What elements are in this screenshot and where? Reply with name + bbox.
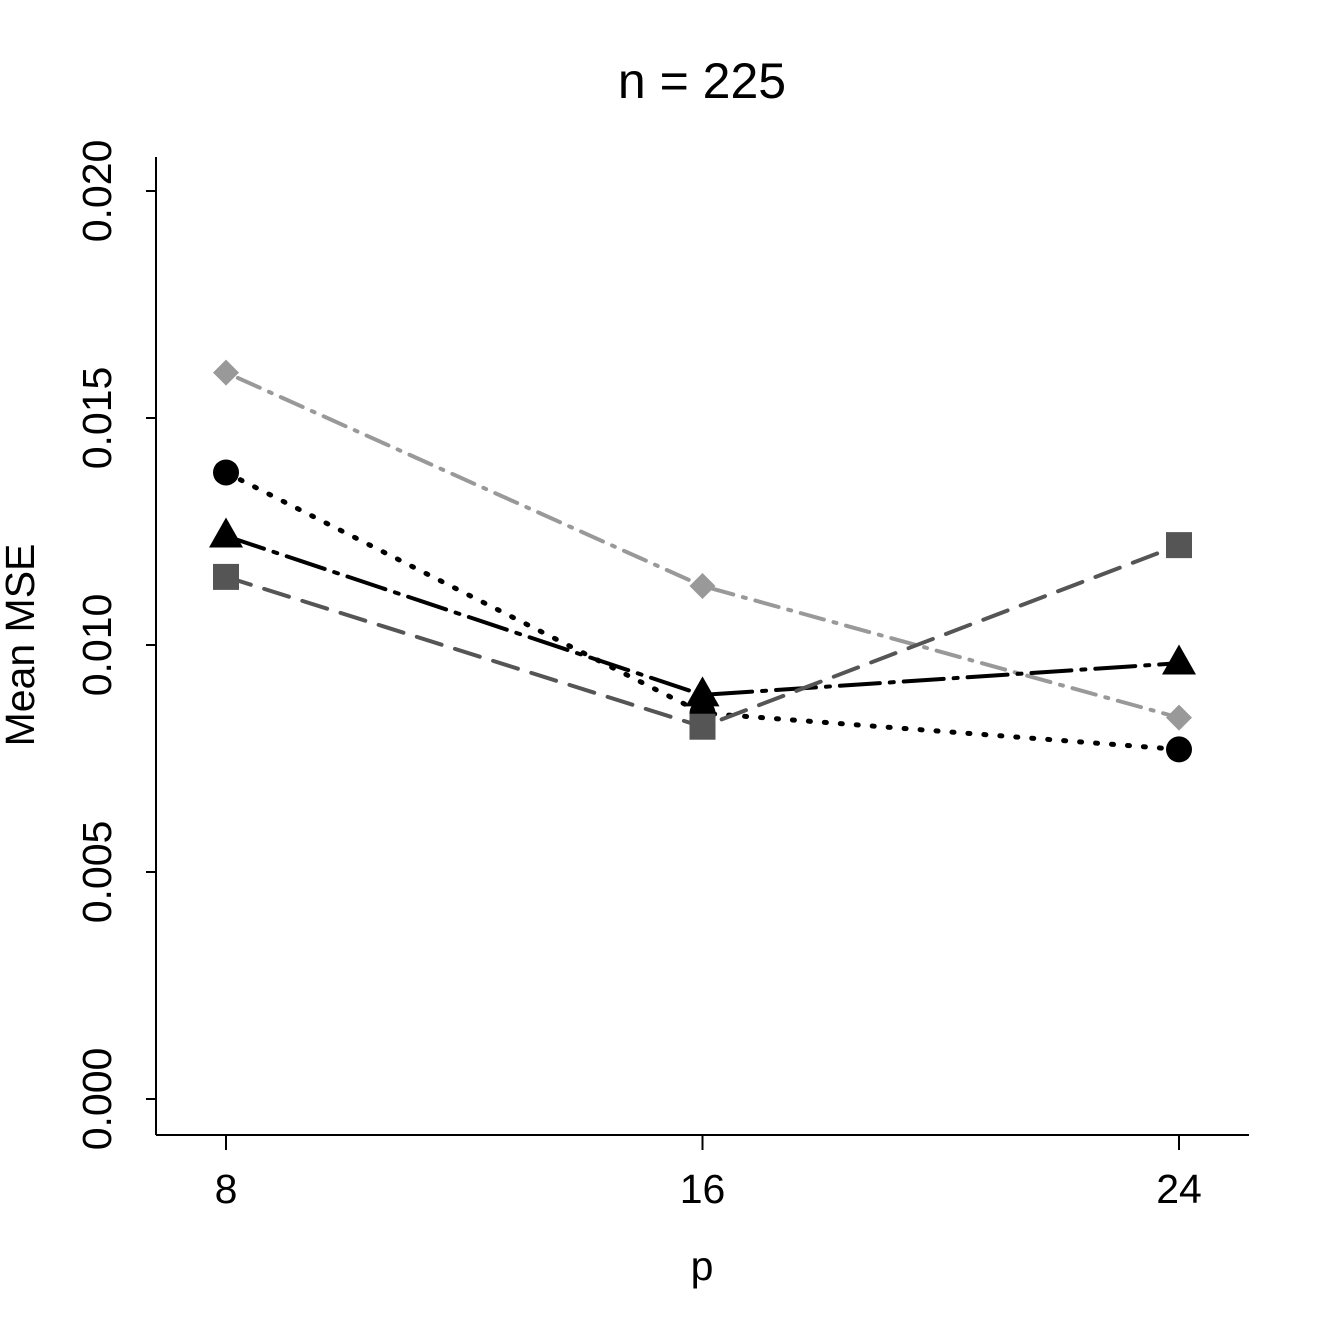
series-line: [223, 469, 1182, 752]
data-point: [689, 713, 716, 740]
data-point: [213, 563, 239, 590]
axes: 0.000 0.005 0.010 0.015 0.020 8 16 24: [74, 140, 1249, 1212]
chart-title: n = 225: [618, 53, 786, 109]
series-line: [224, 534, 1181, 697]
data-point: [213, 459, 239, 486]
x-axis-title: p: [691, 1243, 714, 1289]
data-point: [1166, 736, 1192, 763]
x-tick-label: 8: [215, 1166, 238, 1212]
data-point: [1162, 644, 1196, 675]
data-point: [209, 517, 243, 548]
y-tick-label: 0.010: [74, 594, 120, 697]
data-point: [685, 676, 720, 707]
series-line: [224, 370, 1181, 720]
y-tick-label: 0.005: [74, 821, 120, 924]
x-tick-label: 16: [680, 1166, 726, 1212]
y-tick-label: 0.000: [74, 1048, 120, 1151]
y-axis-title: Mean MSE: [0, 544, 43, 747]
data-point: [689, 572, 716, 599]
x-tick-label: 24: [1156, 1166, 1202, 1212]
y-tick-label: 0.015: [74, 367, 120, 470]
y-tick-label: 0.020: [74, 140, 120, 243]
data-point: [213, 359, 239, 386]
series-layer: [209, 359, 1196, 763]
data-point: [1166, 704, 1192, 731]
data-point: [1166, 532, 1192, 559]
